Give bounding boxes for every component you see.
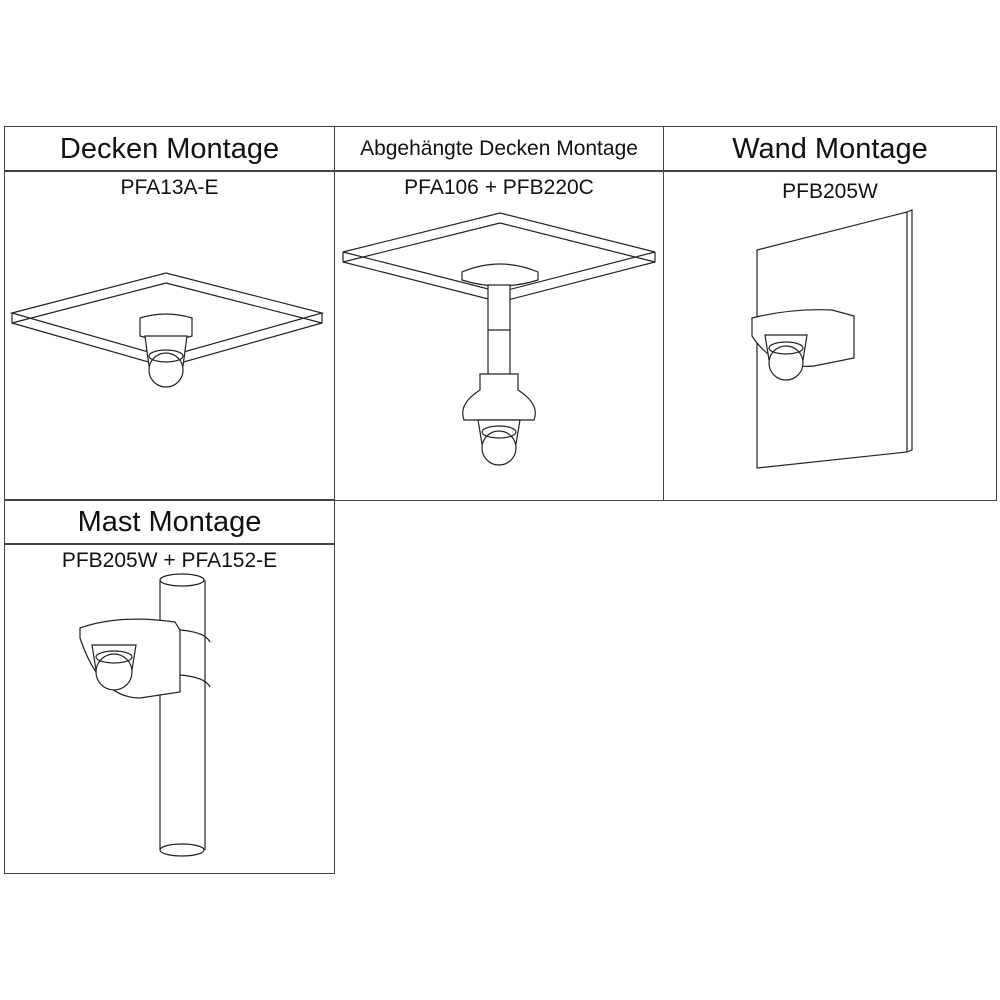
model-label-ceiling: PFA13A-E xyxy=(120,176,219,199)
cell-pole-mount xyxy=(4,543,335,874)
cell-wall-mount xyxy=(663,170,997,501)
pole-mount-illustration xyxy=(79,573,211,857)
header-ceiling-mount: Decken Montage xyxy=(4,126,335,172)
model-label-suspended: PFA106 + PFB220C xyxy=(404,176,594,199)
header-wall-mount: Wand Montage xyxy=(663,126,997,172)
wall-mount-illustration xyxy=(751,209,913,469)
model-label-wall: PFB205W xyxy=(782,180,878,203)
header-pole-mount: Mast Montage xyxy=(4,499,335,545)
suspended-ceiling-mount-illustration xyxy=(342,212,656,466)
model-label-pole: PFB205W + PFA152-E xyxy=(61,549,278,572)
ceiling-mount-illustration xyxy=(9,272,325,388)
